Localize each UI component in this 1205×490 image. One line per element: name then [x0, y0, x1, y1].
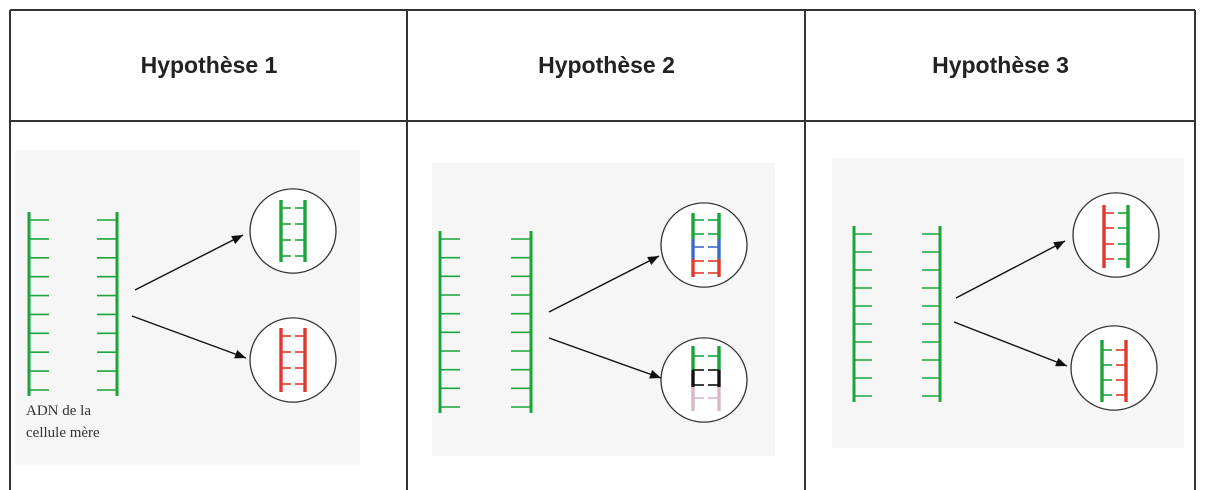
- header-hypothesis-1: Hypothèse 1: [11, 10, 407, 121]
- arrow-line: [131, 315, 247, 359]
- parent-dna-caption: ADN de la cellule mère: [26, 400, 100, 444]
- replication-diagram-3: [832, 158, 1184, 448]
- caption-line-2: cellule mère: [26, 425, 100, 441]
- arrow-line: [134, 234, 244, 291]
- header-hypothesis-3: Hypothèse 3: [806, 10, 1195, 121]
- arrow-line: [548, 255, 660, 313]
- daughter-molecule-circle: [660, 337, 748, 423]
- arrow-line: [953, 321, 1068, 367]
- diagram-panel-2: [432, 163, 775, 456]
- daughter-molecule-circle: [1072, 192, 1160, 278]
- diagram-panel-1: [15, 150, 360, 465]
- daughter-molecule-circle: [249, 188, 337, 274]
- header-label-2: Hypothèse 2: [538, 52, 675, 78]
- header-label-3: Hypothèse 3: [932, 52, 1069, 78]
- arrow-line: [548, 337, 662, 379]
- arrow-line: [955, 240, 1066, 299]
- arrow-head: [647, 256, 659, 266]
- daughter-molecule-circle: [249, 317, 337, 403]
- arrow-head: [1055, 357, 1067, 367]
- header-label-1: Hypothèse 1: [140, 52, 278, 78]
- header-hypothesis-2: Hypothèse 2: [408, 10, 805, 121]
- daughter-molecule-circle: [660, 202, 748, 288]
- arrow-head: [649, 370, 661, 379]
- replication-diagram-2: [432, 163, 775, 456]
- daughter-molecule-circle: [1070, 325, 1158, 411]
- diagram-panel-3: [832, 158, 1184, 448]
- arrow-head: [1053, 241, 1065, 251]
- arrow-head: [234, 349, 246, 359]
- replication-diagram-1: [15, 150, 360, 465]
- arrow-head: [231, 235, 243, 245]
- caption-line-1: ADN de la: [26, 403, 91, 419]
